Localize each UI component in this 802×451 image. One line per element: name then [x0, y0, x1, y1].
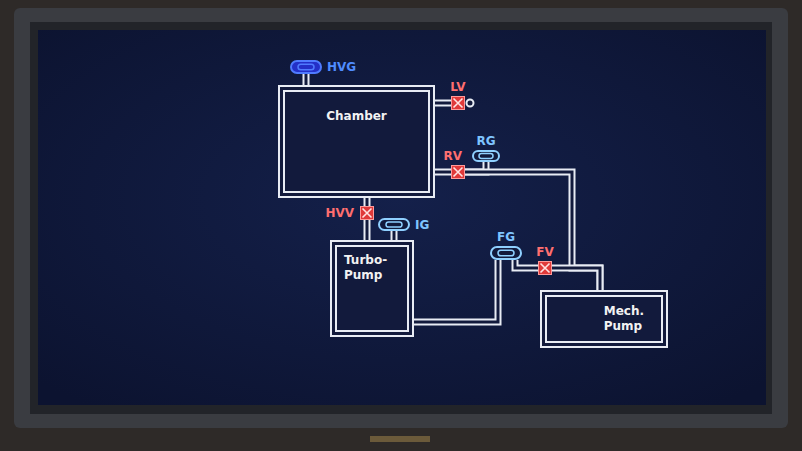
valve-symbol: LV: [451, 96, 465, 110]
pipe-bore: [305, 74, 308, 85]
pipe-connector: [414, 260, 498, 322]
pipe-connector: [367, 198, 368, 206]
pipe-wall: [364, 220, 371, 240]
node-label: Mech. Pump: [604, 304, 644, 334]
pipe-connector: [465, 172, 600, 290]
gauge-symbol: IG: [378, 218, 410, 231]
pipe-wall: [391, 231, 398, 240]
gauge-outline: [472, 150, 500, 162]
valve-outline: [538, 261, 552, 275]
bezel-inner: [30, 22, 772, 414]
node-label: Turbo-Pump: [344, 253, 387, 283]
monitor-stand: [370, 436, 430, 442]
gauge-label: IG: [415, 218, 429, 232]
pipe-connector: [515, 260, 538, 268]
gauge-symbol: FG: [490, 246, 522, 260]
valve-symbol: FV: [538, 261, 552, 275]
node-text-group: Mech. Pump: [604, 304, 644, 334]
valve-outline: [360, 206, 374, 220]
node-label: Chamber: [326, 109, 387, 124]
vessel-box: Mech. Pump: [540, 290, 668, 348]
node-text-group: Turbo-Pump: [344, 253, 387, 283]
pipe-bore: [393, 231, 396, 240]
monitor-bezel: [14, 8, 788, 428]
valve-symbol: RV: [451, 165, 465, 179]
vent-port: [467, 100, 474, 107]
pipe-connector: [435, 103, 451, 104]
pipe-connector: [306, 74, 307, 85]
gauge-outline: [290, 60, 322, 74]
gauge-symbol: HVG: [290, 60, 322, 74]
valve-label: LV: [450, 80, 465, 94]
gauge-outline: [378, 218, 410, 231]
pipe-bore: [435, 102, 451, 105]
valve-symbol: HVV: [360, 206, 374, 220]
gauge-label: FG: [497, 230, 515, 244]
pipe-wall: [552, 268, 600, 290]
pipe-wall: [465, 172, 600, 290]
pipe-connector: [367, 220, 368, 240]
pipe-wall: [364, 198, 371, 206]
pipe-bore: [435, 171, 451, 174]
gauge-symbol: RG: [472, 150, 500, 162]
valve-outline: [451, 165, 465, 179]
pipe-bore: [366, 220, 369, 240]
gauge-label: HVG: [327, 60, 356, 74]
valve-outline: [451, 96, 465, 110]
node-text-group: Chamber: [326, 109, 387, 124]
vessel-box: Turbo-Pump: [330, 240, 414, 337]
pipe-bore: [366, 198, 369, 206]
pipe-wall: [435, 100, 451, 107]
pipe-bore: [552, 268, 600, 290]
pipe-wall: [435, 169, 451, 176]
valve-label: RV: [443, 149, 462, 163]
valve-label: HVV: [325, 206, 354, 220]
pipe-connector: [394, 231, 395, 240]
gauge-outline: [490, 246, 522, 260]
pipe-connector: [552, 268, 600, 290]
vessel-box: Chamber: [278, 85, 435, 198]
pipe-bore: [414, 260, 498, 322]
valve-label: FV: [536, 245, 553, 259]
screen: [38, 30, 766, 405]
pipe-connector: [435, 172, 451, 173]
gauge-label: RG: [476, 134, 495, 148]
pipe-bore: [515, 260, 538, 268]
pipe-wall: [515, 260, 538, 268]
pipe-wall: [303, 74, 310, 85]
pipe-bore: [465, 172, 600, 290]
pipe-wall: [414, 260, 498, 322]
